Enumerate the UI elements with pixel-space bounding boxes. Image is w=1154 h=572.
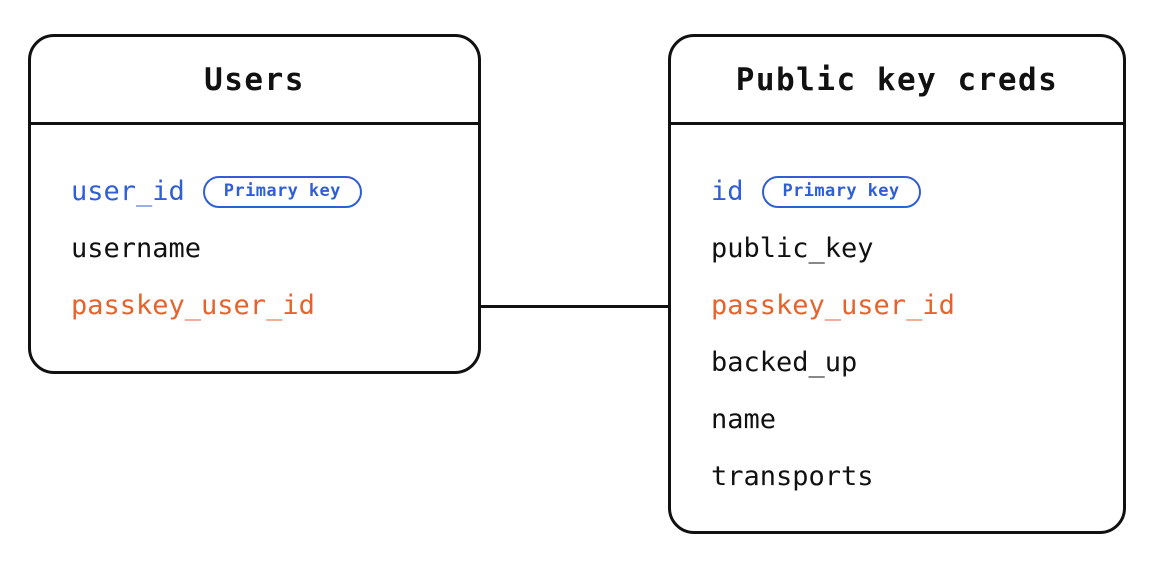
field-row[interactable]: id Primary key bbox=[711, 163, 1123, 220]
field-name: passkey_user_id bbox=[71, 290, 315, 321]
field-row[interactable]: name bbox=[711, 391, 1123, 448]
field-name: transports bbox=[711, 461, 874, 492]
field-row[interactable]: passkey_user_id bbox=[71, 277, 478, 334]
field-row[interactable]: user_id Primary key bbox=[71, 163, 478, 220]
field-row[interactable]: username bbox=[71, 220, 478, 277]
primary-key-badge: Primary key bbox=[202, 175, 362, 208]
field-name: public_key bbox=[711, 233, 874, 264]
field-row[interactable]: transports bbox=[711, 448, 1123, 505]
field-row[interactable]: public_key bbox=[711, 220, 1123, 277]
field-name: id bbox=[711, 176, 744, 207]
field-row[interactable]: passkey_user_id bbox=[711, 277, 1123, 334]
entity-title: Public key creds bbox=[735, 61, 1059, 98]
primary-key-badge: Primary key bbox=[761, 175, 921, 208]
field-row[interactable]: backed_up bbox=[711, 334, 1123, 391]
entity-title: Users bbox=[204, 61, 305, 98]
field-name: username bbox=[71, 233, 202, 264]
entity-header: Users bbox=[31, 37, 478, 125]
field-name: passkey_user_id bbox=[711, 290, 955, 321]
relationship-line bbox=[481, 305, 669, 308]
field-name: user_id bbox=[71, 176, 185, 207]
field-name: name bbox=[711, 404, 777, 435]
field-name: backed_up bbox=[711, 347, 858, 378]
entity-header: Public key creds bbox=[671, 37, 1123, 125]
